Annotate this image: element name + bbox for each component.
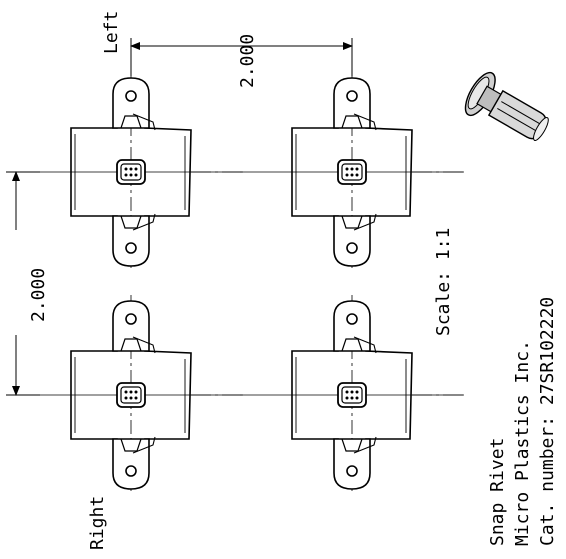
part-name: Snap Rivet <box>487 438 508 546</box>
rivet-bottom-right <box>239 294 465 496</box>
snap-rivet-3d-icon <box>464 71 549 141</box>
rivet-bottom-left <box>18 294 244 496</box>
dimension-horizontal-label: 2.000 <box>237 34 258 88</box>
catalog-number: Cat. number: 27SR102220 <box>537 297 558 546</box>
manufacturer: Micro Plastics Inc. <box>512 340 533 546</box>
right-view-label: Right <box>87 496 108 550</box>
scale-label: Scale: 1:1 <box>433 228 454 336</box>
left-view-label: Left <box>101 11 122 54</box>
rivet-top-left <box>18 71 244 273</box>
rivet-top-right <box>239 71 465 273</box>
dimension-vertical-label: 2.000 <box>28 268 49 322</box>
dimension-vertical: 2.000 <box>6 171 49 396</box>
dimension-horizontal: 2.000 <box>130 34 353 88</box>
